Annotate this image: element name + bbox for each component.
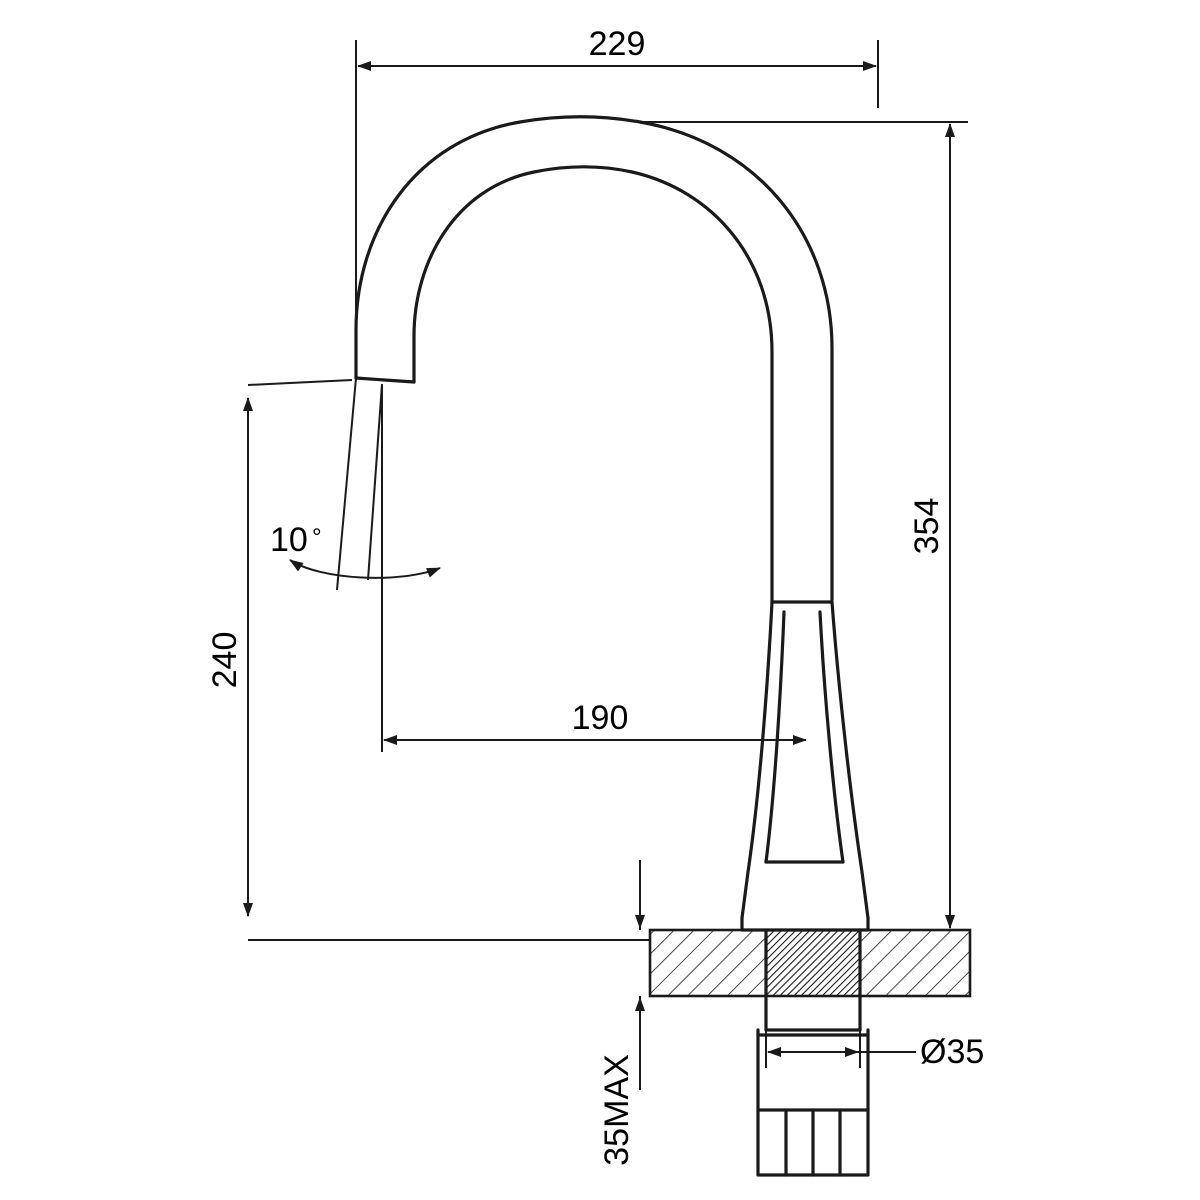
dimension-label-240: 240 [206,632,244,689]
angle-ref-line [336,377,357,591]
dimension-angle-group [289,377,441,591]
ext-line-240-top [247,379,353,386]
dimension-354-group [640,121,968,931]
spout-outer-curve [354,115,834,602]
countertop-group [648,928,972,998]
spout-inner-curve [412,165,774,604]
body-inner-facet-right [818,610,845,864]
lower-sleeve [756,1028,870,1112]
angle-part-line [367,383,383,581]
dimension-label-dia35: Ø35 [920,1033,984,1071]
dimension-label-190: 190 [572,699,629,737]
dimension-label-354: 354 [908,498,946,555]
body-right-contour [830,600,870,920]
dimension-229-group [355,40,879,372]
countertop-hatch-left [648,928,768,998]
gasket-dense-hatch [764,928,862,998]
dimension-label-10deg: 10 [270,521,308,559]
dimension-label-degree-symbol: ° [312,524,322,551]
faucet-outline-group [354,115,870,1177]
dimension-dia35-group [765,1030,916,1068]
dimension-190-group [381,386,807,752]
dimension-label-35max: 35MAX [598,1054,636,1166]
body-left-contour [740,600,774,920]
base-flange [740,916,870,932]
dimension-label-229: 229 [589,25,646,63]
angle-arc [289,559,441,579]
spout-tip-face [354,376,416,384]
countertop-hatch-right [858,928,972,998]
dimension-240-group [243,379,650,941]
